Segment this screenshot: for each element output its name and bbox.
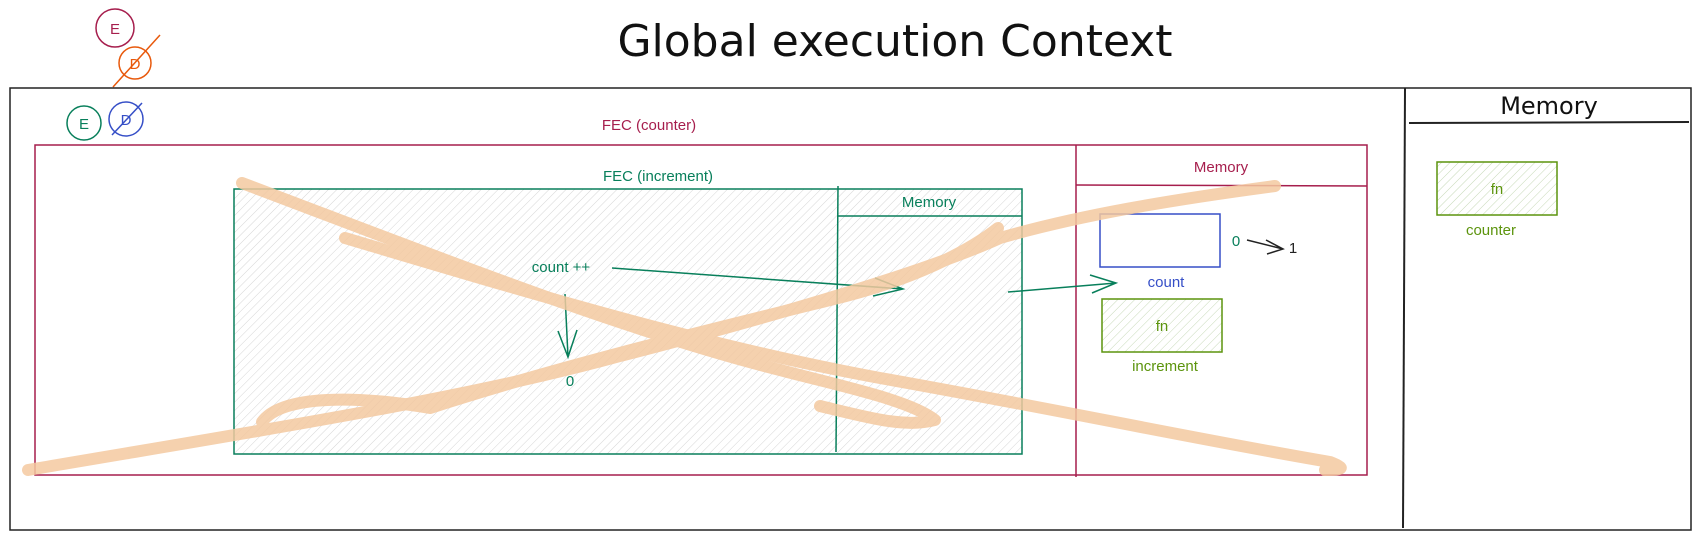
- fec-counter-memory-title: Memory: [1194, 159, 1249, 176]
- counter-variable-label: counter: [1466, 222, 1516, 239]
- strike-stroke-2: [339, 232, 1347, 476]
- count-update-arrow: [1246, 239, 1285, 255]
- increment-fn-label: fn: [1156, 318, 1169, 335]
- fec-counter-frame: [34, 144, 1368, 476]
- count-value-new: 1: [1289, 240, 1297, 257]
- global-context-frame: [9, 87, 1692, 531]
- fec-increment-memory-title: Memory: [902, 194, 957, 211]
- increment-variable-label: increment: [1132, 358, 1199, 375]
- strike-stroke-4: [256, 222, 1004, 428]
- closure-to-count-arrow: [1007, 274, 1119, 294]
- count-increment-statement: count ++: [532, 259, 591, 276]
- fec-increment-title: FEC (increment): [603, 168, 713, 185]
- badge-d-orange-label: D: [130, 56, 141, 73]
- badge-e-crimson-label: E: [110, 21, 120, 38]
- badge-d-blue: [108, 101, 144, 137]
- count-variable-box: [1099, 213, 1221, 268]
- global-memory-title: Memory: [1500, 92, 1598, 120]
- counter-fn-label: fn: [1491, 181, 1504, 198]
- increment-fn-box: [1101, 298, 1223, 353]
- count-variable-label: count: [1148, 274, 1186, 291]
- counter-fn-box: [1436, 161, 1558, 216]
- strike-stroke-1: [236, 177, 941, 429]
- global-memory-divider: [1402, 87, 1406, 529]
- fec-counter-memory-underline: [1075, 184, 1368, 187]
- fec-counter: FEC (counter) Memory 0 1 count fn increm…: [34, 117, 1368, 477]
- execution-badges: E D E D: [66, 8, 161, 141]
- fec-counter-title: FEC (counter): [602, 117, 696, 134]
- page-title: Global execution Context: [617, 16, 1172, 67]
- global-memory-title-underline: [1408, 121, 1690, 124]
- badge-d-orange-strike: [112, 34, 161, 88]
- badge-e-green-label: E: [79, 116, 89, 133]
- strike-through-scribble: [22, 177, 1347, 476]
- badge-e-crimson: [95, 8, 135, 48]
- badge-e-green: [66, 105, 102, 141]
- increment-result-value: 0: [566, 373, 574, 390]
- badge-d-blue-strike: [111, 102, 143, 136]
- badge-d-orange: [118, 46, 152, 80]
- global-memory-panel: Memory fn counter: [1408, 92, 1690, 239]
- count-value-old: 0: [1232, 233, 1240, 250]
